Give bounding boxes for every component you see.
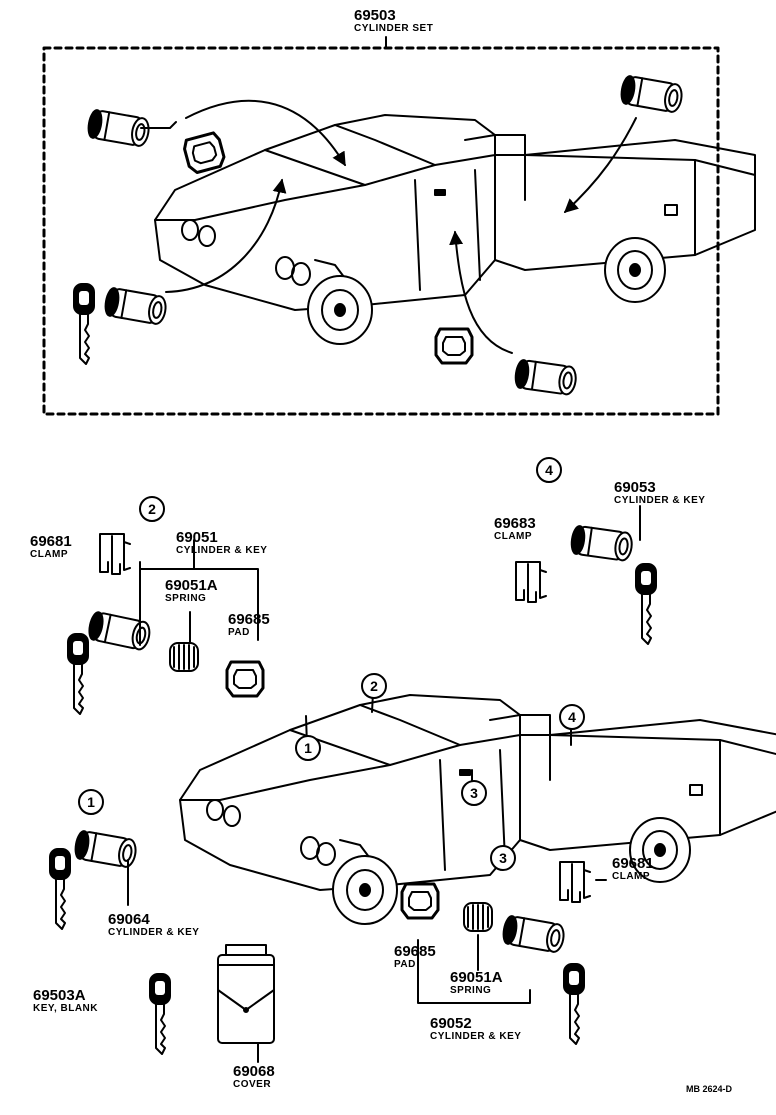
clamp-label: 69683 CLAMP bbox=[494, 516, 536, 542]
truck-marker-3: 3 bbox=[461, 780, 487, 806]
part-number: 69053 bbox=[614, 479, 656, 496]
truck-marker-4: 4 bbox=[559, 704, 585, 730]
group-marker-3: 3 bbox=[490, 845, 516, 871]
pad-label: 69685 PAD bbox=[228, 612, 270, 638]
part-number: 69503A bbox=[33, 987, 86, 1004]
part-number: 69051 bbox=[176, 529, 218, 546]
key-blank-label: 69503A KEY, BLANK bbox=[33, 988, 98, 1014]
part-number: 69681 bbox=[612, 855, 654, 872]
part-number: 69068 bbox=[233, 1063, 275, 1080]
cylinder-key-label: 69052 CYLINDER & KEY bbox=[430, 1016, 521, 1042]
cylinder-set-label: 69503 CYLINDER SET bbox=[354, 8, 433, 34]
part-name: SPRING bbox=[450, 985, 492, 996]
part-number: 69681 bbox=[30, 533, 72, 550]
part-name: CYLINDER SET bbox=[354, 23, 434, 34]
spring-label: 69051A SPRING bbox=[450, 970, 503, 996]
group-marker-2: 2 bbox=[139, 496, 165, 522]
cylinder-key-label: 69051 CYLINDER & KEY bbox=[176, 530, 267, 556]
part-name: PAD bbox=[394, 959, 416, 970]
part-number: 69052 bbox=[430, 1015, 472, 1032]
truck-marker-2: 2 bbox=[361, 673, 387, 699]
part-number: 69051A bbox=[450, 969, 503, 986]
part-number: 69685 bbox=[228, 611, 270, 628]
part-name: CYLINDER & KEY bbox=[176, 545, 268, 556]
diagram-code: MB 2624-D bbox=[686, 1084, 733, 1094]
cylinder-key-label: 69064 CYLINDER & KEY bbox=[108, 912, 199, 938]
part-number: 69503 bbox=[354, 7, 396, 24]
part-name: CLAMP bbox=[494, 531, 533, 542]
clamp-label: 69681 CLAMP bbox=[30, 534, 72, 560]
part-number: 69685 bbox=[394, 943, 436, 960]
part-number: 69064 bbox=[108, 911, 150, 928]
part-name: CLAMP bbox=[30, 549, 69, 560]
group-marker-1: 1 bbox=[78, 789, 104, 815]
cover-label: 69068 COVER bbox=[233, 1064, 275, 1090]
part-name: PAD bbox=[228, 627, 250, 638]
truck-marker-1: 1 bbox=[295, 735, 321, 761]
part-name: SPRING bbox=[165, 593, 207, 604]
part-name: CYLINDER & KEY bbox=[108, 927, 200, 938]
cylinder-key-label: 69053 CYLINDER & KEY bbox=[614, 480, 705, 506]
group-marker-4: 4 bbox=[536, 457, 562, 483]
pad-label: 69685 PAD bbox=[394, 944, 436, 970]
clamp-label: 69681 CLAMP bbox=[612, 856, 654, 882]
part-number: 69051A bbox=[165, 577, 218, 594]
part-number: 69683 bbox=[494, 515, 536, 532]
part-name: CLAMP bbox=[612, 871, 651, 882]
part-name: KEY, BLANK bbox=[33, 1003, 99, 1014]
part-name: CYLINDER & KEY bbox=[430, 1031, 522, 1042]
part-name: CYLINDER & KEY bbox=[614, 495, 706, 506]
part-name: COVER bbox=[233, 1079, 272, 1090]
spring-label: 69051A SPRING bbox=[165, 578, 218, 604]
